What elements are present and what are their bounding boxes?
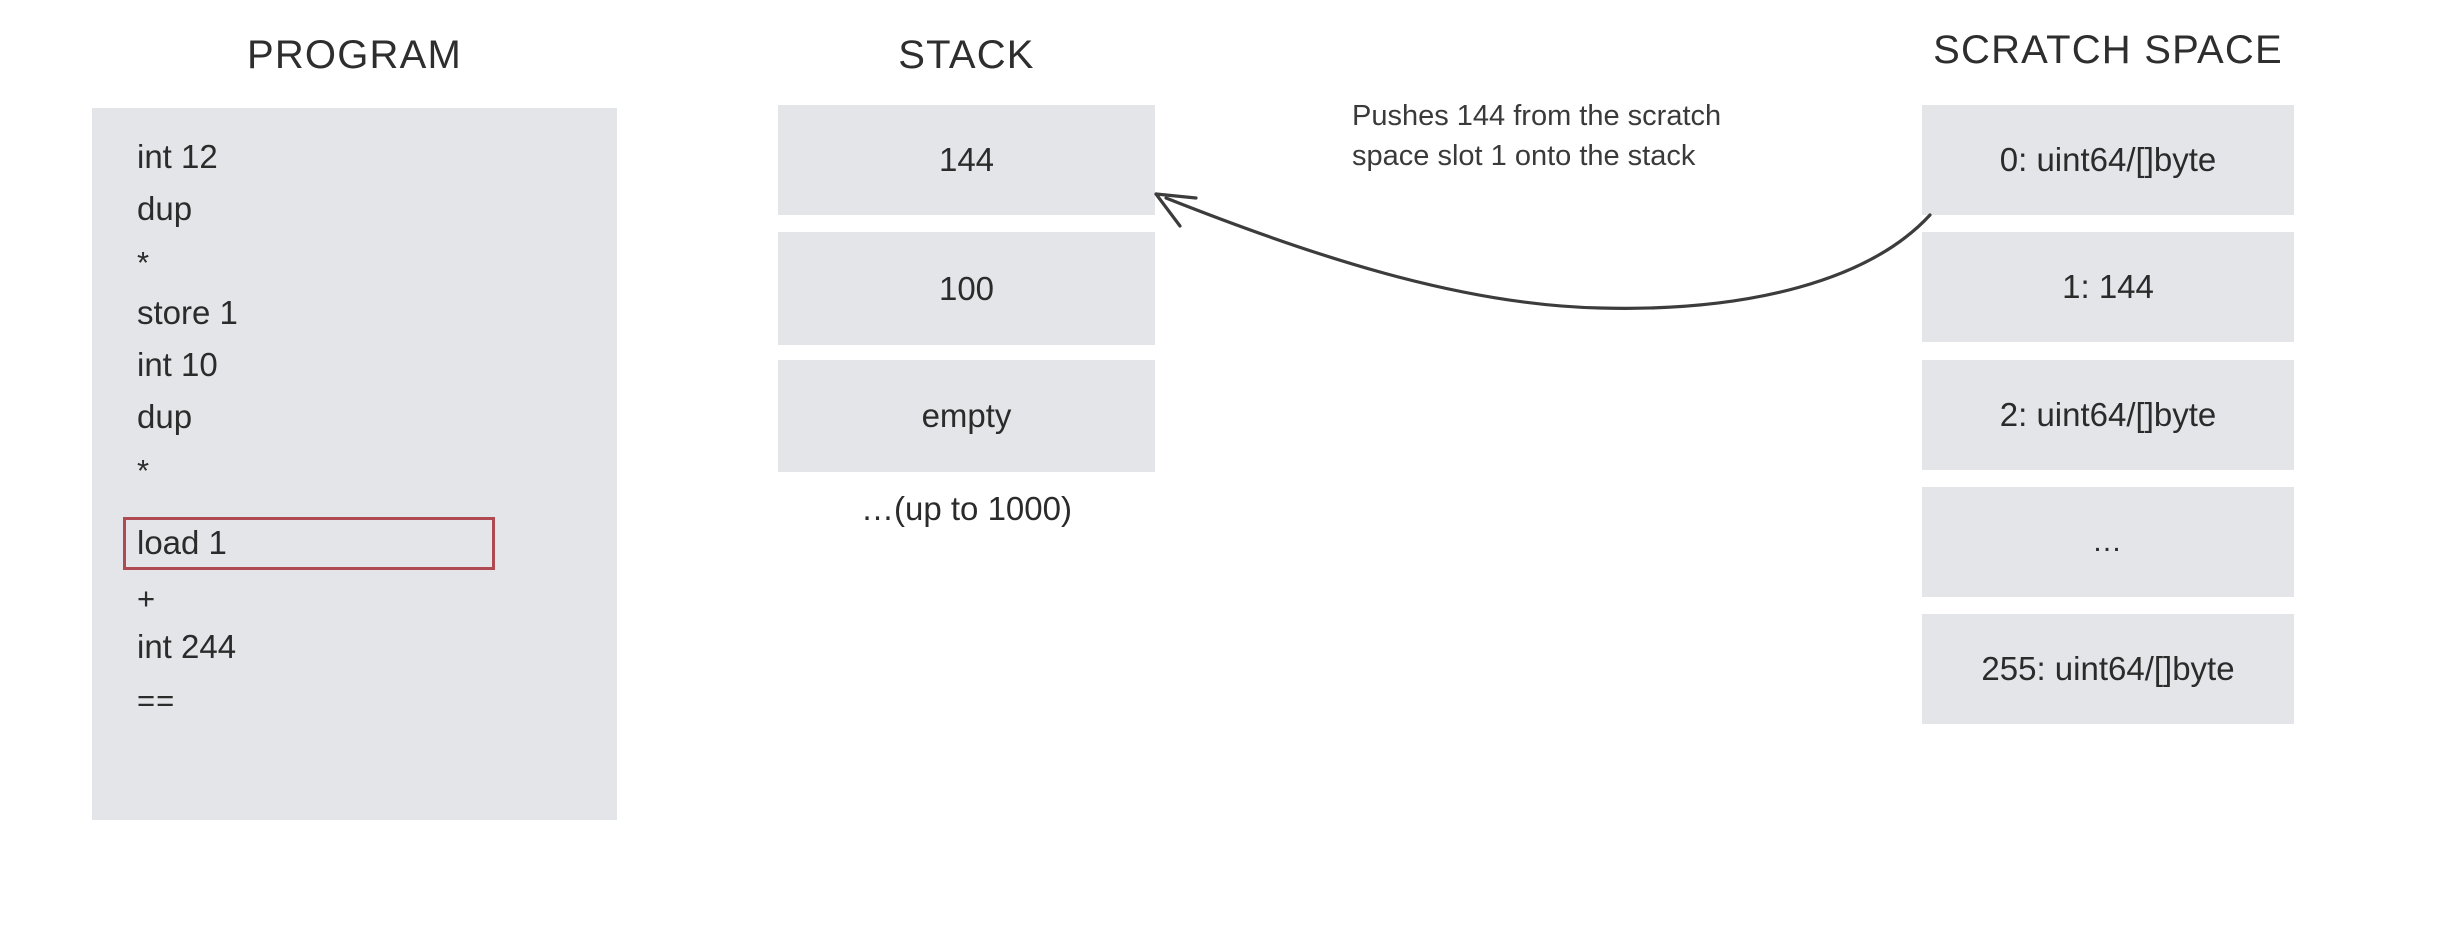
program-column-title: PROGRAM <box>246 33 463 77</box>
scratch-space-column-title: SCRATCH SPACE <box>1933 28 2283 72</box>
scratch-cell-4: 255: uint64/[]byte <box>1922 614 2294 724</box>
arrow-curve <box>1164 196 1932 310</box>
program-panel: int 12 dup * store 1 int 10 dup * load 1… <box>92 108 617 820</box>
scratch-cell-1: 1: 144 <box>1922 232 2294 342</box>
arrow-head-icon <box>1154 192 1198 228</box>
stack-capacity-caption: …(up to 1000) <box>861 490 1072 527</box>
scratch-cell-ellipsis: … <box>1922 487 2294 597</box>
annotation-line-1: Pushes 144 from the scratch <box>1352 100 1722 132</box>
program-line-4: int 10 <box>137 346 218 383</box>
program-line-1: dup <box>137 190 193 227</box>
program-line-8: + <box>137 581 157 616</box>
program-line-10: == <box>137 683 176 718</box>
scratch-cell-2: 2: uint64/[]byte <box>1922 360 2294 470</box>
stack-cell-1: 100 <box>778 232 1155 345</box>
program-line-7: load 1 <box>137 524 227 561</box>
program-line-5: dup <box>137 398 193 435</box>
scratch-cell-0: 0: uint64/[]byte <box>1922 105 2294 215</box>
stack-cell-2: empty <box>778 360 1155 472</box>
annotation-line-2: space slot 1 onto the stack <box>1352 140 1696 172</box>
program-line-9: int 244 <box>137 628 237 665</box>
program-line-2: * <box>137 245 151 280</box>
program-line-3: store 1 <box>137 294 238 331</box>
scratch-to-stack-arrow <box>1154 192 1932 310</box>
program-line-0: int 12 <box>137 138 218 175</box>
program-line-6: * <box>137 453 151 488</box>
annotation-text: Pushes 144 from the scratch space slot 1… <box>1352 96 1822 176</box>
program-highlight-box <box>123 517 495 570</box>
stack-column-title: STACK <box>898 33 1035 77</box>
stack-cell-0: 144 <box>778 105 1155 215</box>
